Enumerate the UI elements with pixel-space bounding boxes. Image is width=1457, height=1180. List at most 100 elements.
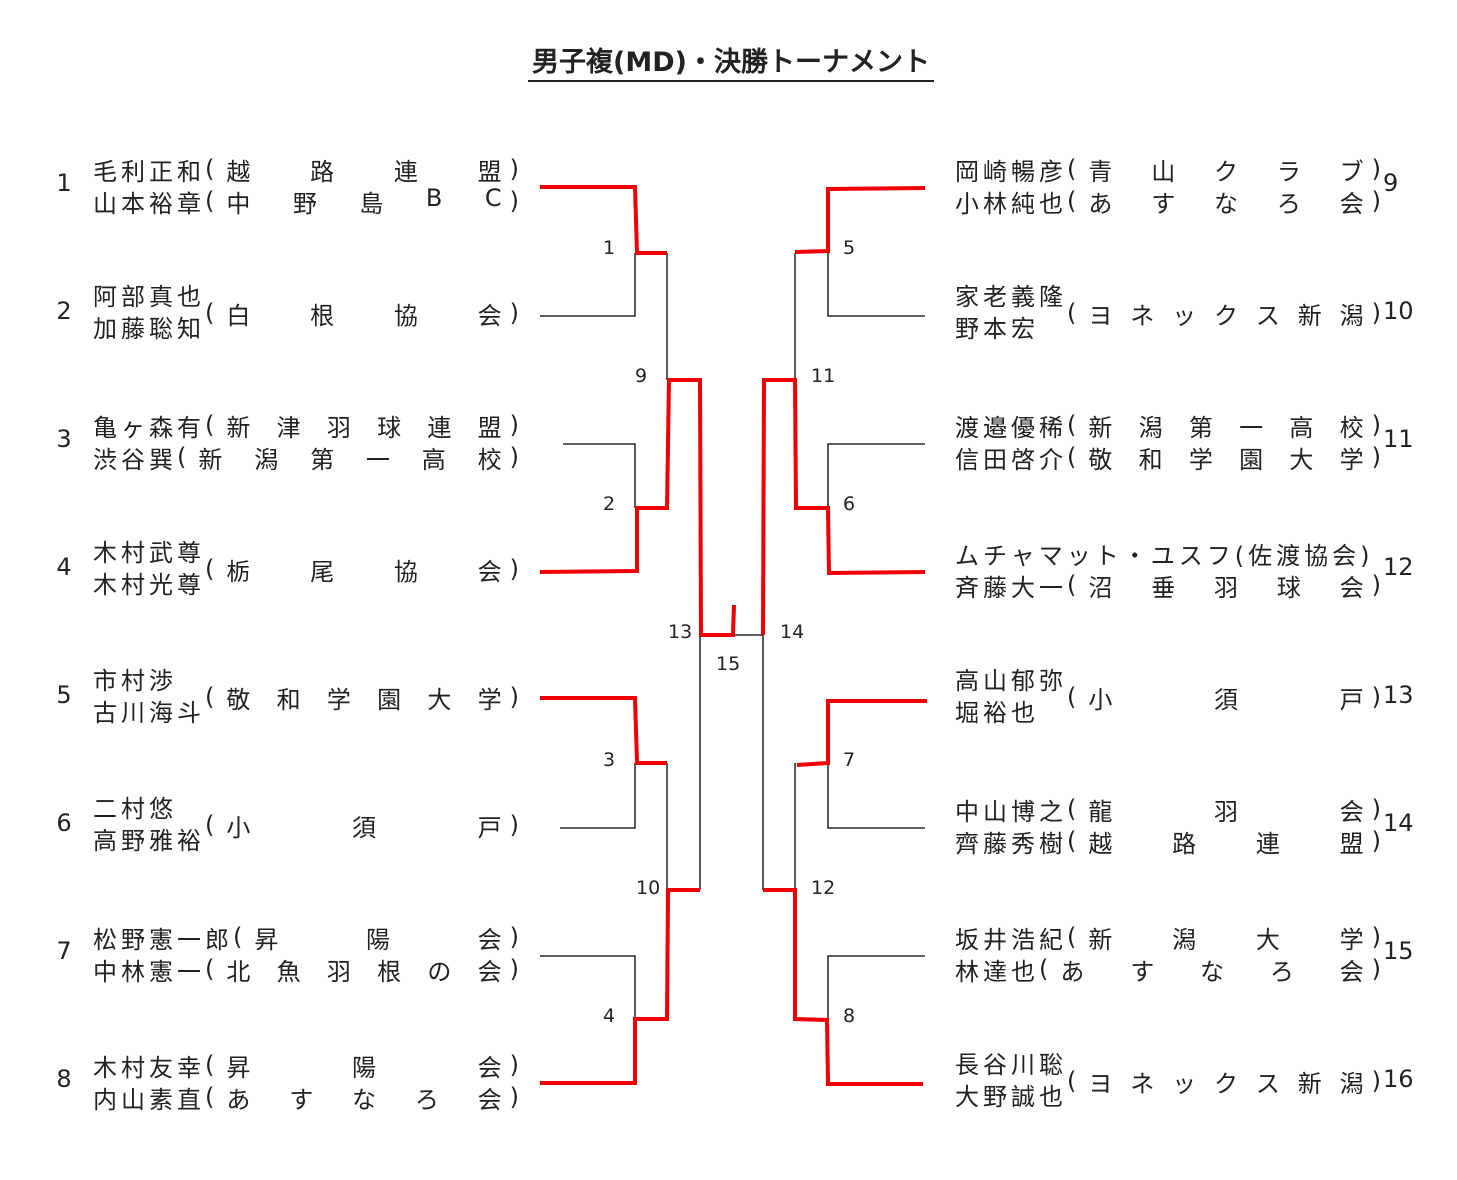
- bracket-black-lines: [540, 253, 925, 1019]
- player-row: 林達也(あすなろ会): [955, 953, 1385, 986]
- player-name: 林達也: [955, 957, 1039, 986]
- team-char: ク: [1214, 1069, 1238, 1098]
- player-row: 二村悠高野雅裕(小須戸): [93, 793, 523, 857]
- team-char: 球: [1276, 573, 1301, 602]
- team-char: あ: [1060, 957, 1085, 986]
- team-char: 須: [352, 813, 376, 842]
- team-char: 尾: [310, 557, 335, 586]
- paren-open: (: [205, 155, 219, 183]
- team-char: 戸: [477, 813, 502, 842]
- team-char: 路: [310, 157, 335, 186]
- paren-close: ): [1371, 187, 1385, 215]
- paren-close: ): [509, 155, 523, 183]
- player-name: 家老義隆: [955, 283, 1067, 311]
- player-names: 木村武尊木村光尊: [93, 537, 205, 601]
- team-char: 小: [226, 813, 251, 842]
- team-char: 盟: [477, 413, 502, 442]
- seed-number: 2: [56, 297, 72, 325]
- player-name: 中山博之: [955, 797, 1067, 826]
- player-names: 阿部真也加藤聡知: [93, 281, 205, 345]
- team-char: ス: [1255, 301, 1280, 330]
- team-char: 会: [477, 925, 502, 954]
- paren-close: ): [509, 411, 523, 439]
- player-name: 二村悠: [93, 795, 177, 823]
- paren-close: ): [1371, 683, 1385, 711]
- paren-open: (: [205, 811, 219, 839]
- match-number: 7: [843, 749, 855, 771]
- match-number: 11: [811, 365, 835, 387]
- paren-open: (: [1067, 299, 1081, 327]
- team-char: 会: [1339, 573, 1364, 602]
- team-name: 昇陽会: [218, 1048, 509, 1083]
- paren-close: ): [509, 1083, 523, 1111]
- paren-open: (: [1067, 411, 1081, 439]
- player-name: 渋谷巽: [93, 445, 177, 474]
- team-char: 龍: [1088, 797, 1113, 826]
- match-number: 5: [843, 237, 855, 259]
- team-char: 会: [477, 557, 502, 586]
- team-char: 盟: [477, 157, 502, 186]
- team-char: ラ: [1276, 157, 1301, 186]
- player-row: 内山素直(あすなろ会): [93, 1081, 523, 1114]
- player-name: 木村光尊: [93, 571, 205, 599]
- player-name: 野本宏: [955, 315, 1039, 343]
- team-char: 会: [1339, 797, 1364, 826]
- team-char: 魚: [276, 957, 301, 986]
- team-char: 球: [377, 413, 402, 442]
- team-char: 羽: [1214, 797, 1238, 826]
- player-name: 毛利正和: [93, 157, 205, 186]
- seed-number: 13: [1383, 681, 1414, 709]
- team-char: ク: [1214, 301, 1238, 330]
- match-number: 12: [811, 877, 835, 899]
- paren-close: ): [1371, 955, 1385, 983]
- team-char: 路: [1172, 829, 1197, 858]
- player-names: 二村悠高野雅裕: [93, 793, 205, 857]
- team-char: 学: [1339, 925, 1364, 954]
- team-char: 大: [1289, 445, 1314, 474]
- player-row: 小林純也(あすなろ会): [955, 185, 1385, 218]
- team-char: あ: [1088, 189, 1113, 218]
- team-name: 沼垂羽球会: [1080, 568, 1371, 603]
- team-char: 昇: [254, 925, 279, 954]
- team-char: 潟: [1339, 301, 1364, 330]
- player-name: ムチャマット・ユスフ(佐渡協会): [955, 541, 1374, 570]
- player-entry: 坂井浩紀(新潟大学)林達也(あすなろ会): [955, 921, 1385, 986]
- player-entry: 高山郁弥堀裕也(小須戸): [955, 665, 1385, 729]
- team-name: 越路連盟: [218, 152, 509, 187]
- team-char: す: [1151, 189, 1176, 218]
- paren-open: (: [205, 299, 219, 327]
- match-numbers: 1 2 3 4 5 6 7 8 9 10 11 12 13 14 15: [603, 237, 855, 1027]
- team-char: 一: [1239, 413, 1264, 442]
- team-char: 小: [1088, 685, 1113, 714]
- team-char: 会: [477, 1053, 502, 1082]
- team-char: 第: [310, 445, 335, 474]
- player-entry: 阿部真也加藤聡知(白根協会): [93, 281, 523, 345]
- paren-close: ): [509, 955, 523, 983]
- seed-number: 16: [1383, 1065, 1414, 1093]
- player-row: 岡崎暢彦(青山クラブ): [955, 153, 1385, 186]
- player-row: 阿部真也加藤聡知(白根協会): [93, 281, 523, 345]
- team-char: 園: [1239, 445, 1264, 474]
- seed-number: 1: [56, 169, 72, 197]
- paren-close: ): [509, 299, 523, 327]
- player-row: 渡邉優稀(新潟第一高校): [955, 409, 1385, 442]
- player-name: 小林純也: [955, 189, 1067, 218]
- player-name: 木村友幸: [93, 1053, 205, 1082]
- page-title: 男子複(MD)・決勝トーナメント: [0, 40, 1457, 82]
- seed-number: 15: [1383, 937, 1414, 965]
- player-name: 渡邉優稀: [955, 413, 1067, 442]
- team-char: 連: [427, 413, 452, 442]
- win-right-16: [763, 888, 923, 1086]
- seed-number: 10: [1383, 297, 1414, 325]
- team-char: 協: [393, 557, 418, 586]
- player-name: 古川海斗: [93, 699, 205, 727]
- team-char: ッ: [1172, 301, 1197, 330]
- match-number: 1: [603, 237, 615, 259]
- team-char: 新: [1297, 1069, 1322, 1098]
- team-char: ヨ: [1088, 301, 1113, 330]
- seed-number: 9: [1383, 169, 1399, 197]
- player-name: 山本裕章: [93, 189, 205, 218]
- team-char: 北: [226, 957, 251, 986]
